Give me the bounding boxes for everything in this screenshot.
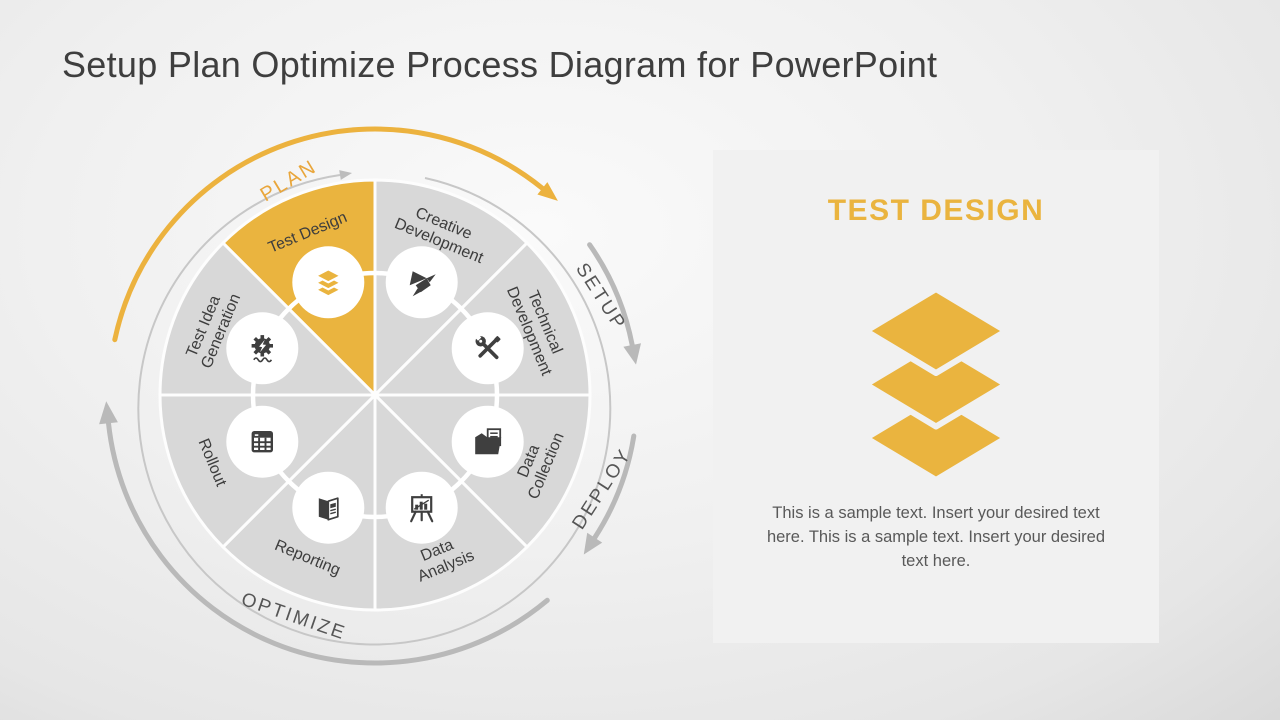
- origami-icon: [409, 271, 436, 297]
- pie-wedges: [158, 178, 592, 612]
- table-icon: [251, 431, 274, 453]
- icon-connector-ring: [250, 270, 500, 520]
- chart-easel-icon: [410, 494, 434, 523]
- optimize-arrowhead-icon: [99, 401, 118, 425]
- folder-icon: [475, 428, 502, 455]
- deploy-arc: [592, 433, 637, 541]
- gear-icon: [251, 335, 274, 363]
- detail-panel: TEST DESIGN This is a sample text. Inser…: [713, 150, 1159, 643]
- layers-icon: [314, 268, 342, 298]
- panel-heading: TEST DESIGN: [827, 194, 1045, 227]
- setup-arrowhead-icon: [623, 343, 641, 365]
- layers-icon: [863, 286, 1009, 483]
- panel-body-text: This is a sample text. Insert your desir…: [766, 504, 1106, 570]
- deploy-arrowhead-icon: [583, 532, 603, 555]
- optimize-arc: [106, 420, 550, 666]
- tools-icon: [473, 332, 501, 360]
- plan-arrowhead-icon: [537, 182, 558, 201]
- plan-arc: [112, 126, 545, 343]
- page-title: Setup Plan Optimize Process Diagram for …: [62, 44, 938, 85]
- book-icon: [318, 497, 339, 521]
- rim-arc: [137, 174, 612, 646]
- phase-label-setup: SETUP: [571, 259, 630, 334]
- setup-arc: [587, 242, 635, 348]
- process-cycle-diagram: Test Design Creative Development Technic…: [99, 126, 641, 666]
- rim-arrowhead-icon: [339, 170, 352, 180]
